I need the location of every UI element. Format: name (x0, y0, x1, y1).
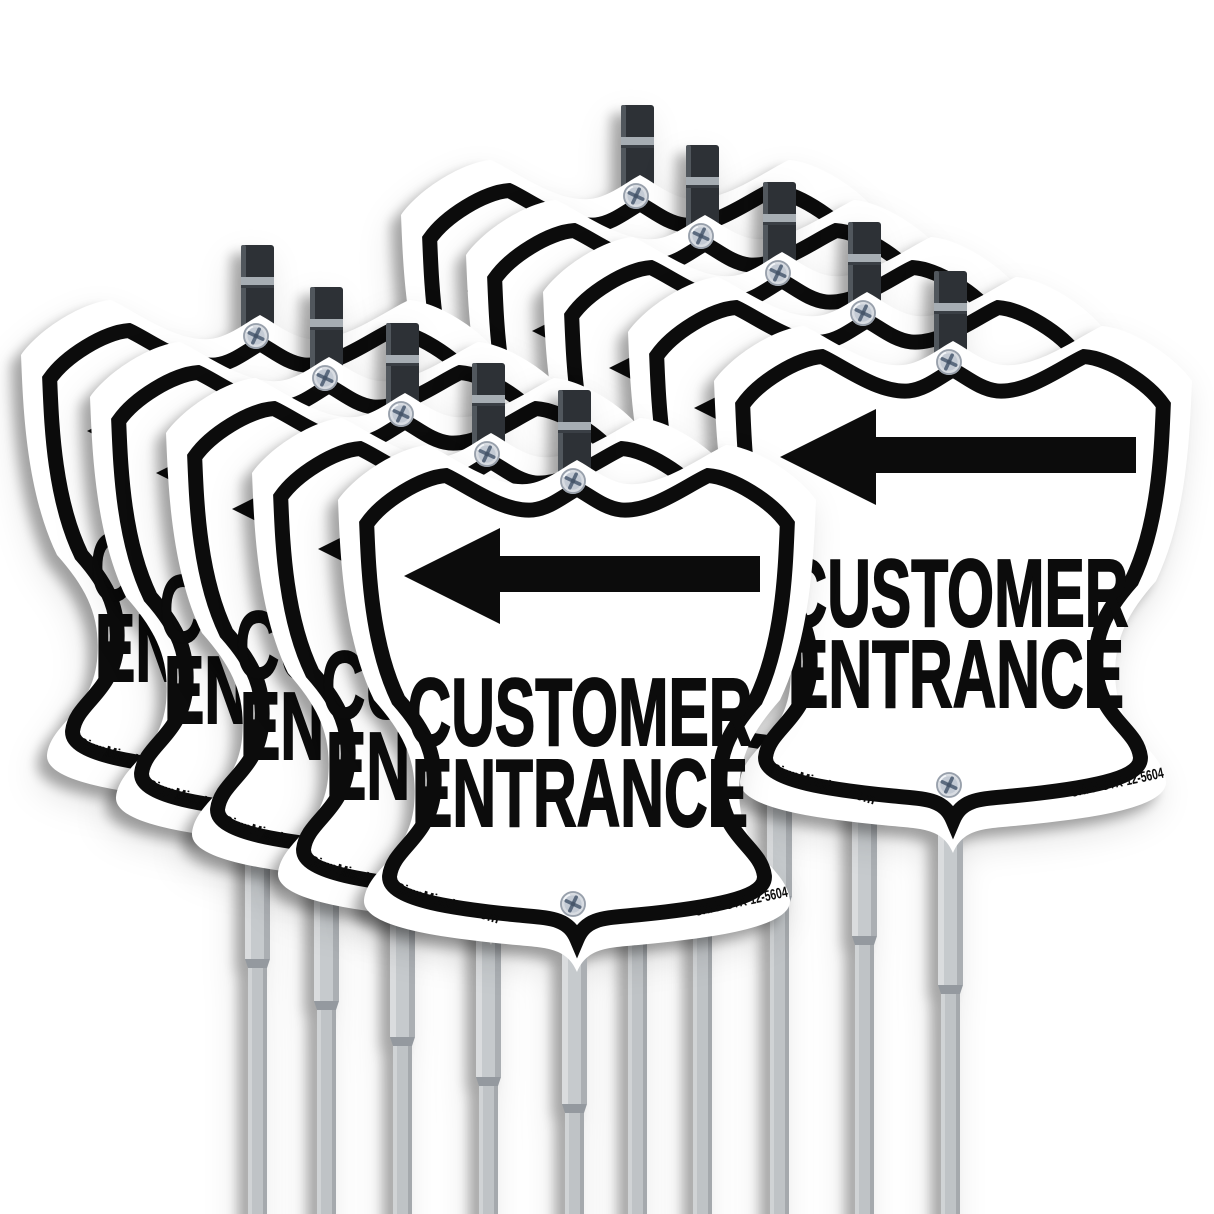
signs-layer (21, 105, 1192, 1214)
